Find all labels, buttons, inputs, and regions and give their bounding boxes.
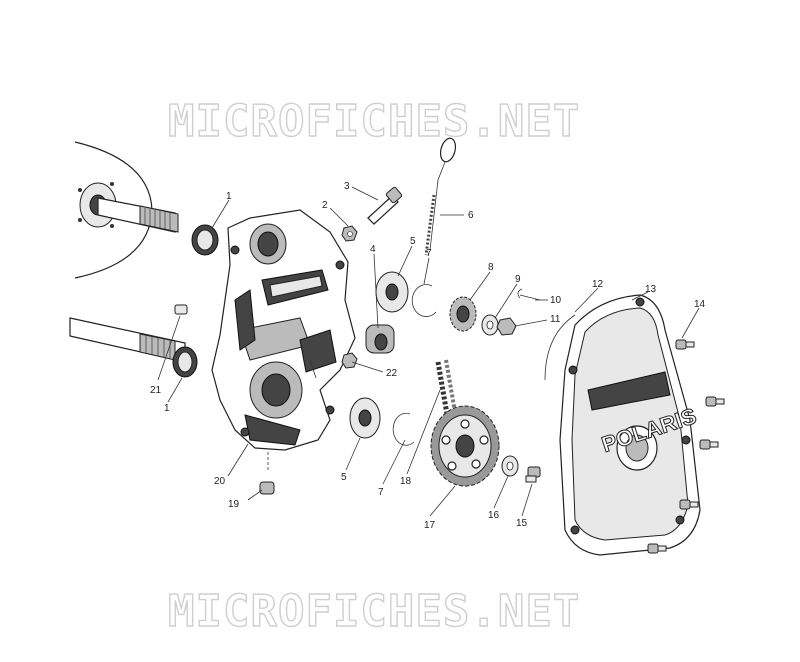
watermark-bottom: MICROFICHES.NET [168,586,580,637]
tensioner [365,324,395,354]
callout-7-lower: 7 [378,487,384,498]
callout-14: 14 [694,299,706,310]
callout-9: 9 [515,274,521,285]
callout-20: 20 [214,476,226,487]
bolt-15 [525,466,541,483]
watermark-top: MICROFICHES.NET [168,96,580,147]
callout-19: 19 [228,499,240,510]
nut [341,225,358,242]
nut-22 [341,352,358,369]
output-shaft [69,317,186,363]
leader-lines [157,186,700,517]
seal-lower [172,346,198,378]
callout-7-upper: 7 [426,248,432,259]
drive-pulley-shaft [74,141,179,279]
callout-3: 3 [344,181,350,192]
washer [481,314,499,336]
castle-nut [496,317,517,336]
snap-ring-upper [411,284,437,317]
callout-10: 10 [550,295,562,306]
chaincase-housing [211,209,356,451]
callout-11: 11 [550,314,561,325]
callout-17: 17 [424,520,436,531]
callout-5-upper: 5 [410,236,416,247]
callout-12: 12 [592,279,604,290]
sprocket-large [430,405,500,487]
washer-16 [501,455,519,477]
callout-21: 21 [150,385,162,396]
dowel-pin [174,304,188,315]
chaincase-cover: POLARIS [559,294,701,556]
callout-22: 22 [386,368,398,379]
callout-6: 6 [468,210,474,221]
cover-bolts [647,339,725,554]
callout-1-lower: 1 [164,403,170,414]
bearing-upper [375,271,409,313]
callout-labels: 1 2 3 4 5 6 7 8 9 10 11 12 13 14 21 1 22… [150,181,706,531]
snap-ring-lower [392,412,415,446]
callout-13: 13 [645,284,657,295]
dipstick [424,137,457,256]
callout-8: 8 [488,262,494,273]
callout-1-upper: 1 [226,191,232,202]
drain-plug [259,481,275,495]
cotter-pin [517,288,541,301]
sprocket-small [449,296,477,332]
callout-5-lower: 5 [341,472,347,483]
callout-16: 16 [488,510,500,521]
callout-15: 15 [516,518,528,529]
callout-4: 4 [370,244,376,255]
bolt [367,186,403,225]
callout-2: 2 [322,200,328,211]
callout-18: 18 [400,476,412,487]
bearing-lower [349,397,381,439]
seal-upper [191,224,219,256]
gasket [544,314,576,381]
